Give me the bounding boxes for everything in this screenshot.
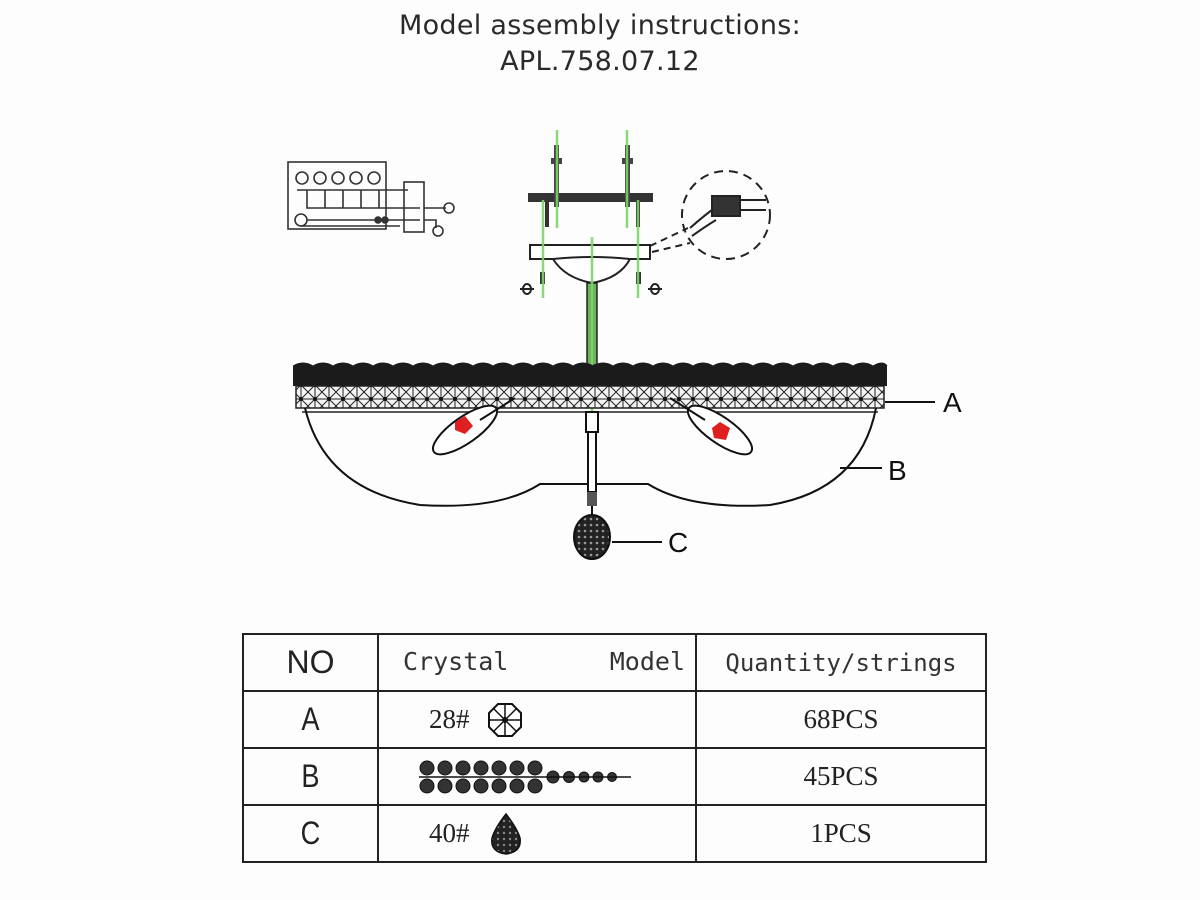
row-no: B	[252, 747, 369, 806]
model-number: APL.758.07.12	[500, 46, 700, 77]
connector-detail-magnifier	[649, 170, 771, 260]
mounting-bracket	[520, 130, 771, 470]
wiring-schematic	[287, 161, 455, 237]
nut-left-icon	[520, 283, 534, 295]
model-code: 28#	[429, 704, 470, 734]
callout-a: A	[943, 387, 962, 418]
assembly-diagram: A B C	[287, 130, 962, 560]
crystal-parts-table: NO Crystal Model Quantity/strings A 28# …	[242, 633, 987, 863]
table-header-row: NO Crystal Model Quantity/strings	[242, 633, 987, 692]
header-no: NO	[242, 633, 379, 692]
teardrop-crystal-icon	[491, 812, 521, 855]
nut-right-icon	[648, 283, 662, 295]
crystal-band-a	[292, 362, 888, 413]
bulb-right-icon	[669, 397, 754, 456]
header-crystal: Crystal	[403, 647, 509, 676]
row-model: 40#	[377, 804, 697, 863]
bulb-socket-icons	[294, 171, 381, 227]
center-rod	[585, 411, 599, 515]
model-code: 40#	[429, 818, 470, 848]
row-no: A	[252, 690, 369, 749]
row-model	[377, 747, 697, 806]
row-no: C	[252, 804, 369, 863]
octagon-crystal-icon	[488, 703, 522, 737]
header-model: Model	[609, 647, 685, 676]
row-quantity: 45PCS	[695, 747, 987, 806]
header-crystal-model: Crystal Model	[377, 633, 697, 692]
row-quantity: 68PCS	[695, 690, 987, 749]
crystal-string-icon	[419, 760, 631, 794]
page-title: Model assembly instructions: APL.758.07.…	[0, 8, 1200, 80]
callout-c: C	[668, 527, 688, 558]
table-row: B 45PCS	[243, 747, 987, 806]
header-quantity: Quantity/strings	[695, 633, 987, 692]
table-row: C 40# 1PCS	[243, 804, 987, 863]
row-model: 28#	[377, 690, 697, 749]
bulb-left-icon	[431, 397, 516, 456]
crystal-bowl-b	[304, 407, 877, 507]
title-line-1: Model assembly instructions:	[398, 10, 802, 41]
callout-b: B	[888, 455, 907, 486]
row-quantity: 1PCS	[695, 804, 987, 863]
table-row: A 28# 68PCS	[243, 690, 987, 749]
callout-lines	[612, 401, 935, 543]
crystal-pendant-c	[573, 514, 611, 560]
